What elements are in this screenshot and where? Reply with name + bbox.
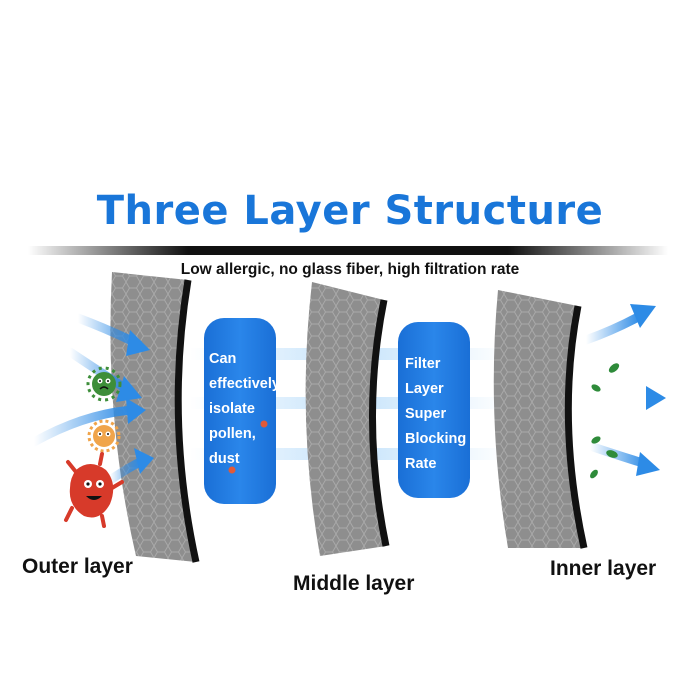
- callout-1-line: Can: [209, 347, 280, 372]
- callout-2-text: Filter Layer Super Blocking Rate: [405, 352, 466, 477]
- callout-1-line: effectively: [209, 372, 280, 397]
- middle-layer-label: Middle layer: [293, 572, 414, 596]
- airflow-arrow-icon: [590, 446, 660, 476]
- callout-1-line: isolate: [209, 397, 280, 422]
- callout-2-line: Blocking: [405, 427, 466, 452]
- outer-layer-panel: [110, 272, 196, 562]
- airflow-arrow-icon: [586, 304, 656, 340]
- bacteria-monster-icon: [66, 454, 122, 526]
- callout-1-line: dust: [209, 447, 280, 472]
- pollen-icon: [89, 421, 119, 451]
- callout-2-line: Rate: [405, 452, 466, 477]
- callout-2-line: Filter: [405, 352, 466, 377]
- callout-2-line: Super: [405, 402, 466, 427]
- callout-2-line: Layer: [405, 377, 466, 402]
- leaf-icon: [588, 361, 620, 479]
- outer-layer-label: Outer layer: [22, 555, 133, 579]
- airflow-arrow-icon: [592, 386, 666, 410]
- inner-layer-panel: [494, 290, 584, 548]
- inner-layer-label: Inner layer: [550, 557, 656, 581]
- middle-layer-panel: [306, 282, 386, 556]
- callout-1-text: Can effectively isolate pollen, dust: [209, 347, 280, 472]
- callout-1-line: pollen,: [209, 422, 280, 447]
